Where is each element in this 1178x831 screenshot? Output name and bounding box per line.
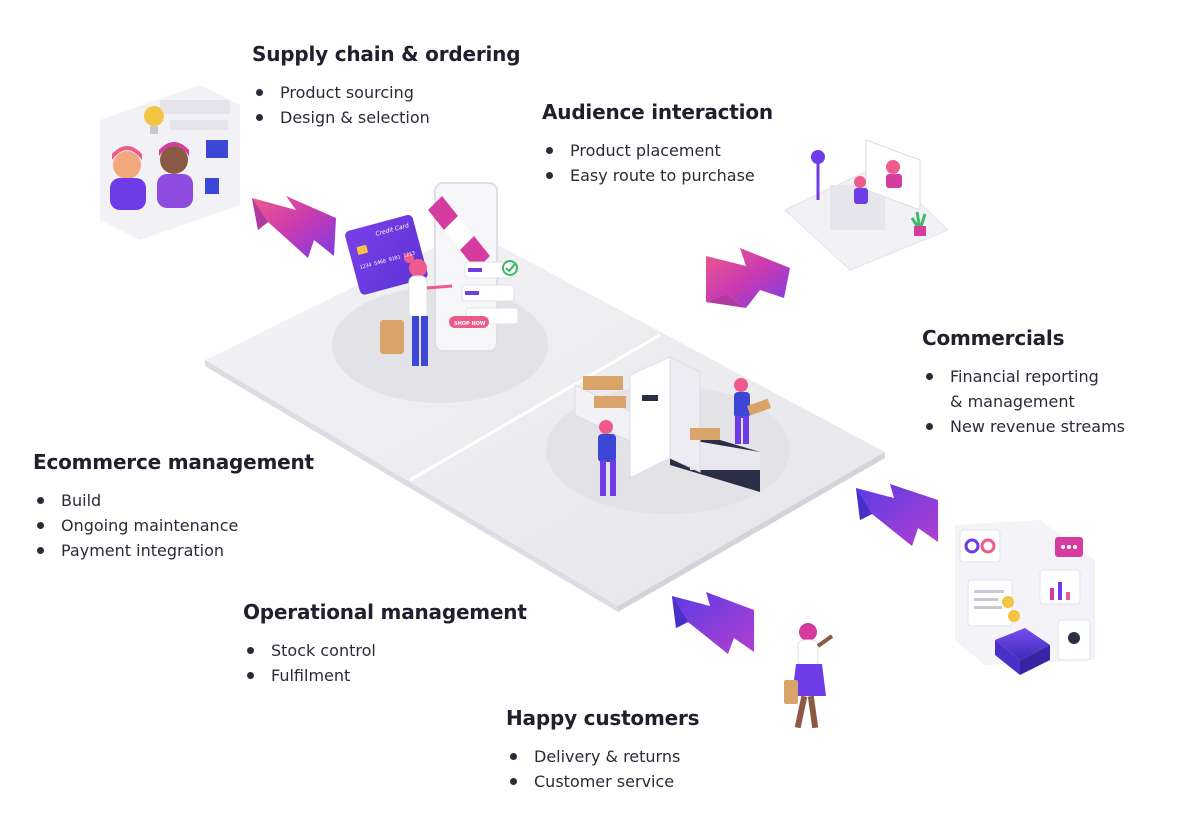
section-supply-chain: Supply chain & ordering Product sourcing…	[252, 42, 521, 130]
section-title: Supply chain & ordering	[252, 42, 521, 66]
section-operational-management: Operational management Stock control Ful…	[243, 600, 527, 688]
list-item: Product sourcing	[252, 80, 520, 105]
list-item-continuation: & management	[950, 392, 1075, 411]
section-audience-interaction: Audience interaction Product placement E…	[542, 100, 773, 188]
list-item: New revenue streams	[922, 414, 1125, 439]
list-item: Product placement	[542, 138, 773, 163]
list-item: Customer service	[506, 769, 699, 794]
media-icon	[784, 139, 949, 271]
section-list: Delivery & returns Customer service	[506, 744, 699, 794]
section-title: Happy customers	[506, 706, 700, 730]
list-item: Design & selection	[252, 105, 520, 130]
section-commercials: Commercials Financial reporting & manage…	[922, 326, 1125, 439]
arrow-supply-icon	[252, 196, 336, 258]
list-item: Payment integration	[33, 538, 314, 563]
section-list: Product placement Easy route to purchase	[542, 138, 773, 188]
shopper-icon	[784, 623, 834, 729]
section-title: Operational management	[243, 600, 527, 624]
section-list: Financial reporting & management New rev…	[922, 364, 1125, 439]
arrow-audience-icon	[706, 248, 790, 308]
section-title: Commercials	[922, 326, 1065, 350]
fulfilment-icon	[574, 356, 772, 496]
list-item: Stock control	[243, 638, 527, 663]
team-icon	[100, 85, 240, 240]
list-item: Build	[33, 488, 314, 513]
section-list: Product sourcing Design & selection	[252, 80, 520, 130]
section-list: Stock control Fulfilment	[243, 638, 527, 688]
list-item: Ongoing maintenance	[33, 513, 314, 538]
list-item: Delivery & returns	[506, 744, 699, 769]
analytics-icon	[955, 520, 1095, 675]
arrow-commercials-icon	[856, 484, 938, 546]
storefront-icon	[345, 182, 519, 366]
section-title: Audience interaction	[542, 100, 773, 124]
section-ecommerce-management: Ecommerce management Build Ongoing maint…	[33, 450, 314, 563]
list-item: Financial reporting	[922, 364, 1125, 389]
central-platform	[205, 230, 885, 612]
section-happy-customers: Happy customers Delivery & returns Custo…	[506, 706, 700, 794]
list-item: Easy route to purchase	[542, 163, 773, 188]
arrow-customers-icon	[672, 592, 754, 654]
section-list: Build Ongoing maintenance Payment integr…	[33, 488, 314, 563]
section-title: Ecommerce management	[33, 450, 314, 474]
list-item: Fulfilment	[243, 663, 527, 688]
